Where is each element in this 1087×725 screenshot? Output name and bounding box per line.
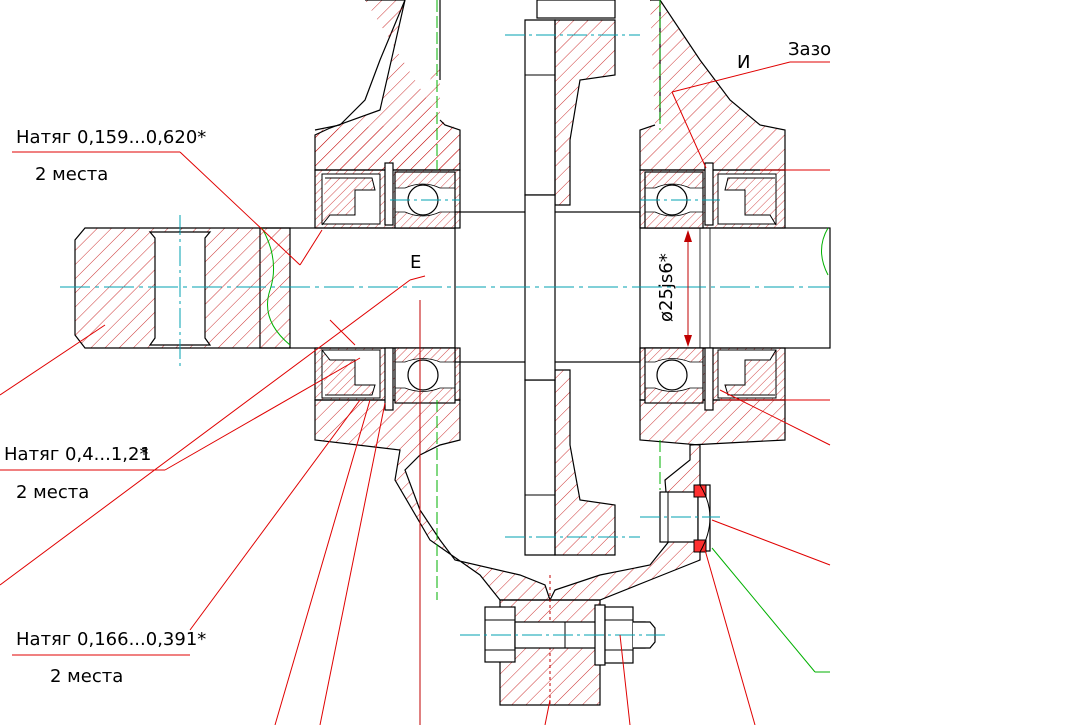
housing-left-lower — [314, 399, 551, 601]
diameter-dimension — [684, 230, 692, 347]
coupling-end — [74, 215, 291, 370]
bearing-left-upper — [314, 162, 461, 229]
bearing-right-lower — [639, 347, 786, 411]
leader-lines — [0, 61, 831, 725]
green-leader — [711, 547, 830, 673]
housing-upper — [314, 0, 786, 171]
label-preload-3: Натяг 0,166...0,391* — [16, 629, 206, 650]
label-view-e: Е — [410, 252, 421, 273]
label-view-i: И — [737, 52, 750, 73]
label-preload-2: Натяг 0,4...1,2* — [4, 444, 148, 465]
label-places-2: 2 места — [16, 482, 89, 503]
label-gap: Зазо — [788, 39, 831, 60]
bearing-left-lower — [314, 300, 461, 725]
label-places-1: 2 места — [35, 164, 108, 185]
gear-disk — [505, 0, 640, 556]
label-preload-1: Натяг 0,159...0,620* — [16, 127, 206, 148]
bolt — [460, 604, 665, 666]
label-preload-2-mark: 1 — [140, 444, 151, 465]
bearing-right-upper — [639, 162, 786, 229]
centerlines — [60, 0, 830, 600]
label-places-3: 2 места — [50, 666, 123, 687]
label-diameter: ø25js6* — [656, 253, 677, 322]
drain-plug — [640, 484, 720, 553]
